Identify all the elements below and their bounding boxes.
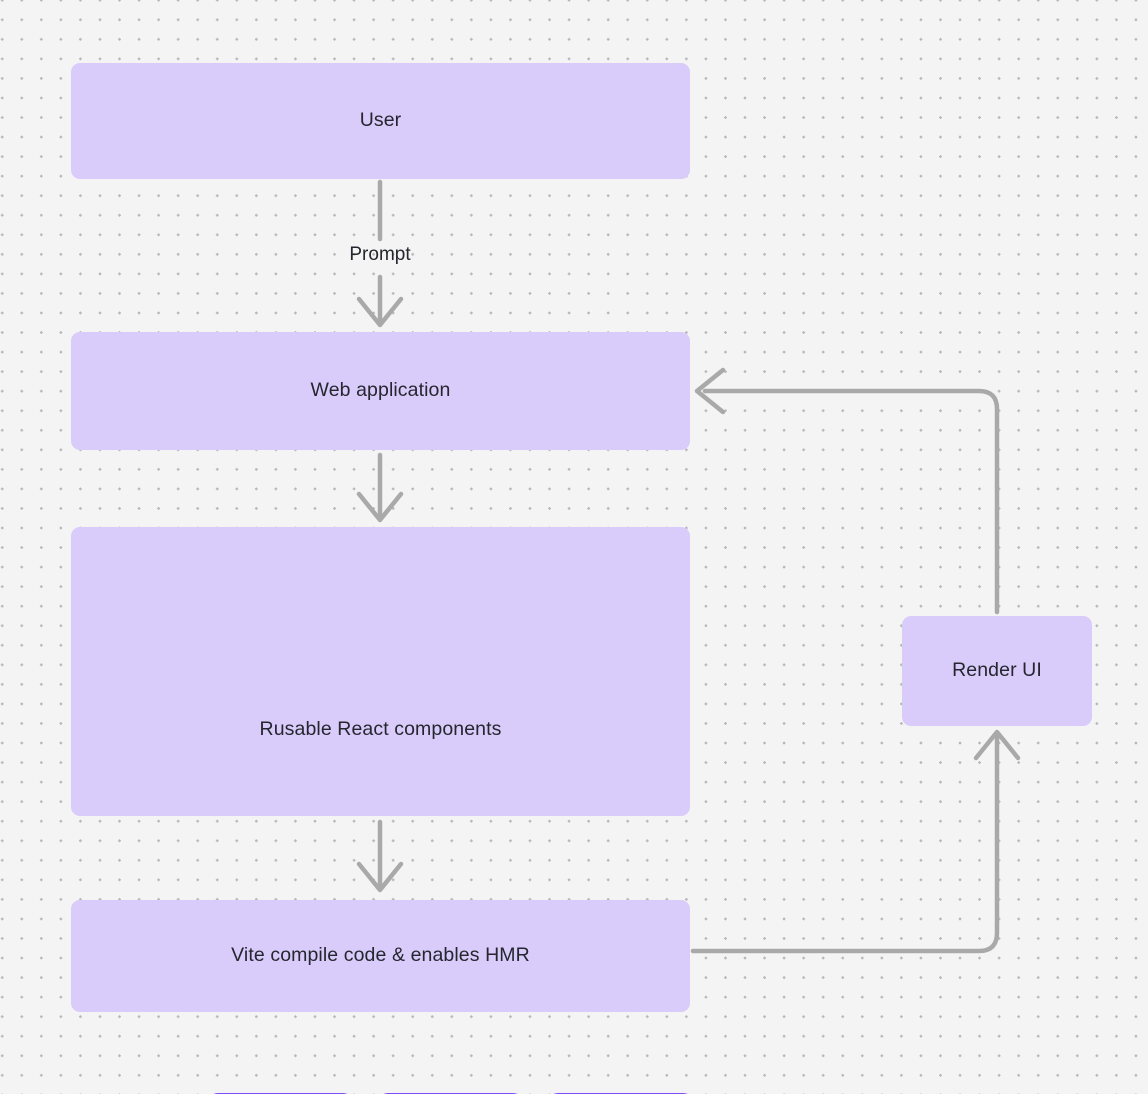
edge-vite-to-render — [690, 734, 1000, 954]
edge-label-prompt: Prompt — [349, 244, 411, 265]
arrowhead-down-react — [356, 491, 404, 523]
node-render-ui-label: Render UI — [952, 659, 1042, 682]
arrowhead-down-vite — [356, 861, 404, 893]
node-render-ui[interactable]: Render UI — [902, 616, 1092, 726]
node-vite[interactable]: Vite compile code & enables HMR — [71, 900, 690, 1012]
node-user-label: User — [359, 109, 402, 132]
node-vite-label: Vite compile code & enables HMR — [231, 944, 530, 967]
node-web-application[interactable]: Web application — [71, 332, 690, 450]
arrowhead-up-render — [973, 729, 1021, 761]
node-group-react-components-caption: Rusable React components — [259, 718, 502, 740]
node-web-application-label: Web application — [310, 379, 451, 402]
node-group-react-components[interactable]: HTML = structure CSS = Styles & Layouts … — [71, 527, 694, 1094]
edge-render-to-webapp — [702, 388, 1000, 615]
arrowhead-down-webapp — [356, 296, 404, 328]
arrowhead-left-webapp — [694, 367, 726, 415]
node-user[interactable]: User — [71, 63, 690, 179]
